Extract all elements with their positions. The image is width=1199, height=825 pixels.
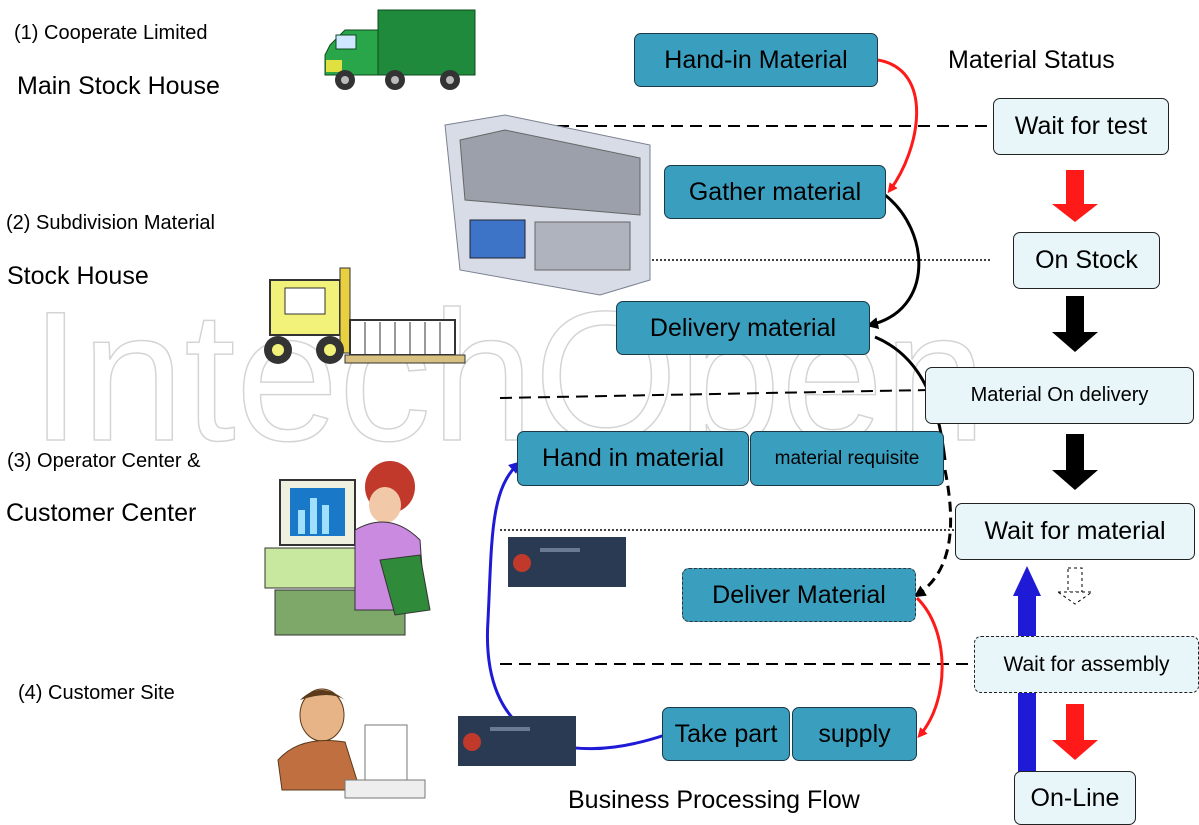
level-1-line2: Main Stock House <box>17 72 220 100</box>
connector-gather-to-delivery <box>866 193 921 330</box>
customer-person-icon <box>277 688 426 799</box>
level-4-label: (4) Customer Site <box>18 682 175 705</box>
forklift-icon <box>264 267 466 364</box>
process-material-requisite: material requisite <box>750 431 944 486</box>
connector-requisite-to-deliver <box>913 469 953 598</box>
process-hand-in-material: Hand-in Material <box>634 33 878 87</box>
status-title: Material Status <box>948 46 1115 74</box>
connector-handin-to-gather <box>877 58 919 194</box>
truck-icon <box>324 9 476 90</box>
level-2-number: (2) <box>6 212 31 234</box>
stock-cabinet-icon <box>444 114 651 296</box>
level-3-line1: Operator Center & <box>37 450 201 472</box>
status-material-on-delivery: Material On delivery <box>925 367 1194 424</box>
level-3-label: (3) Operator Center & <box>7 450 200 473</box>
connector-takepart-to-handin <box>485 461 666 751</box>
level-2-label: (2) Subdivision Material <box>6 212 215 235</box>
status-arrow-blue-up <box>1013 566 1041 774</box>
separator-line-3 <box>499 389 929 399</box>
level-1-line1: Cooperate Limited <box>44 22 208 44</box>
process-hand-in-material-2: Hand in material <box>517 431 749 486</box>
status-arrow-black-1 <box>1052 296 1098 352</box>
level-4-number: (4) <box>18 682 43 704</box>
status-arrow-red-1 <box>1052 170 1098 222</box>
process-supply: supply <box>792 707 917 761</box>
status-wait-for-assembly: Wait for assembly <box>974 636 1199 693</box>
status-wait-for-material: Wait for material <box>955 503 1195 560</box>
screen-thumbnail-icon-1 <box>508 537 626 587</box>
level-1-number: (1) <box>14 22 39 44</box>
process-gather-material: Gather material <box>664 165 886 219</box>
status-wait-for-test: Wait for test <box>993 98 1169 155</box>
status-arrow-red-2 <box>1052 704 1098 760</box>
process-deliver-material: Deliver Material <box>682 568 916 622</box>
operator-computer-icon <box>264 461 431 636</box>
level-2-line1: Subdivision Material <box>36 212 215 234</box>
connector-deliver-to-supply <box>915 596 944 739</box>
level-3-number: (3) <box>7 450 32 472</box>
process-delivery-material: Delivery material <box>616 301 870 355</box>
status-on-line: On-Line <box>1014 771 1136 825</box>
flow-caption: Business Processing Flow <box>568 786 860 814</box>
screen-thumbnail-icon-2 <box>458 716 576 766</box>
status-on-stock: On Stock <box>1013 232 1160 289</box>
status-arrow-dashed <box>1056 567 1094 605</box>
status-arrow-black-2 <box>1052 434 1098 490</box>
level-3-line2: Customer Center <box>6 499 197 527</box>
process-take-part: Take part <box>662 707 790 761</box>
level-1-label: (1) Cooperate Limited <box>14 22 207 45</box>
level-4-line1: Customer Site <box>48 682 175 704</box>
level-2-line2: Stock House <box>7 262 149 290</box>
